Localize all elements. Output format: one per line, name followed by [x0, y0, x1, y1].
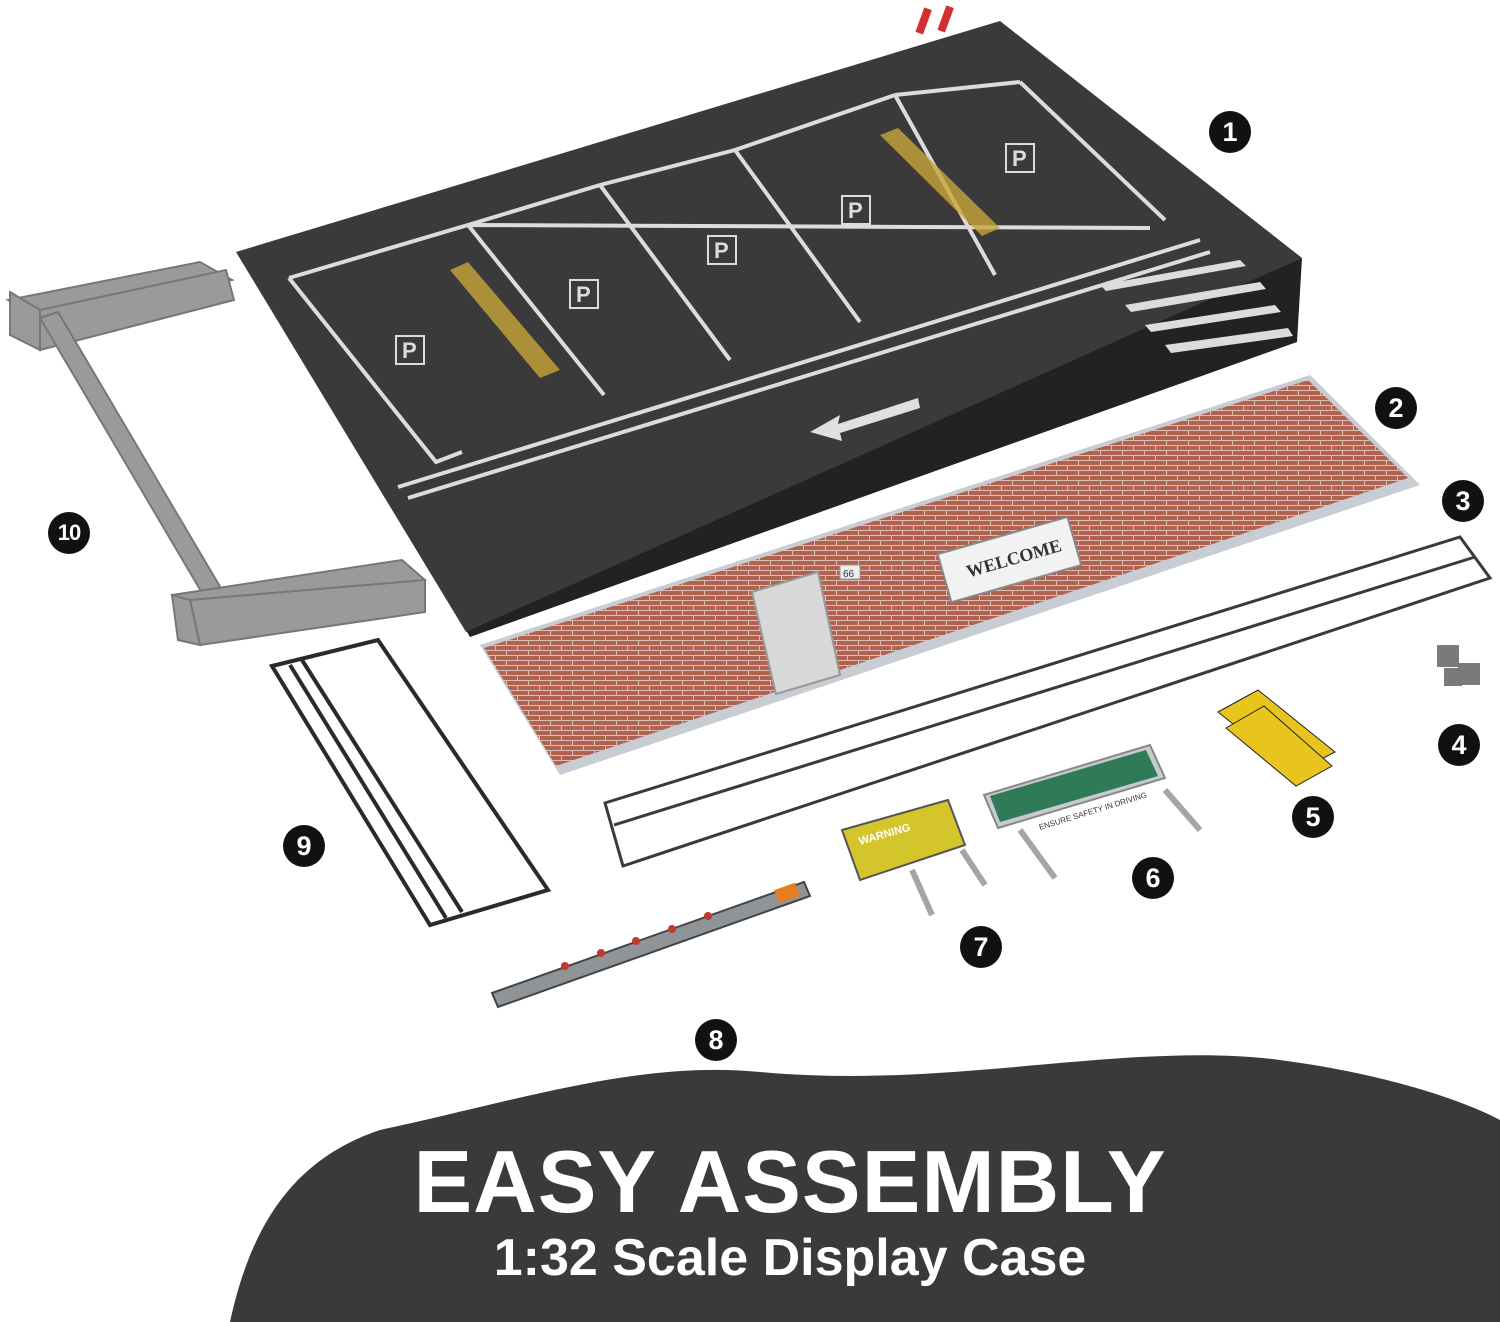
- svg-text:P: P: [576, 282, 591, 307]
- svg-text:P: P: [848, 198, 863, 223]
- gate-bar-part: [490, 880, 812, 1009]
- parking-symbol-1: P: [402, 338, 417, 363]
- part-number-badge-2: 2: [1375, 387, 1417, 429]
- headline: EASY ASSEMBLY: [413, 1132, 1167, 1231]
- svg-text:P: P: [1012, 146, 1027, 171]
- yellow-stoppers-part: [1217, 689, 1336, 787]
- door-number: 66: [843, 569, 855, 580]
- short-fence-part: [268, 637, 552, 928]
- parking-base-part: P P P P P: [236, 5, 1302, 637]
- warning-sign-part: WARNING: [840, 798, 988, 917]
- arrow-marking: [810, 398, 920, 441]
- part-number-badge-9: 9: [283, 825, 325, 867]
- side-frame-part: [5, 260, 428, 647]
- subheadline: 1:32 Scale Display Case: [493, 1229, 1087, 1287]
- long-fence-part: [603, 535, 1493, 868]
- part-number-badge-1: 1: [1209, 111, 1251, 153]
- part-number-badge-4: 4: [1438, 724, 1480, 766]
- small-blocks-part: [1437, 645, 1480, 686]
- part-number-badge-7: 7: [960, 926, 1002, 968]
- bottom-banner: [230, 1055, 1500, 1322]
- part-number-badge-6: 6: [1132, 857, 1174, 899]
- part-number-badge-10: 10: [48, 512, 90, 554]
- brick-wall-part: WELCOME 66: [480, 375, 1420, 775]
- welcome-sign: WELCOME: [936, 515, 1083, 604]
- svg-text:P: P: [714, 238, 729, 263]
- parking-symbols: P P P P P: [395, 143, 1035, 365]
- green-sign-part: ENSURE SAFETY IN DRIVING: [982, 743, 1203, 880]
- part-number-badge-5: 5: [1292, 796, 1334, 838]
- part-number-badge-8: 8: [695, 1019, 737, 1061]
- part-number-badge-3: 3: [1442, 480, 1484, 522]
